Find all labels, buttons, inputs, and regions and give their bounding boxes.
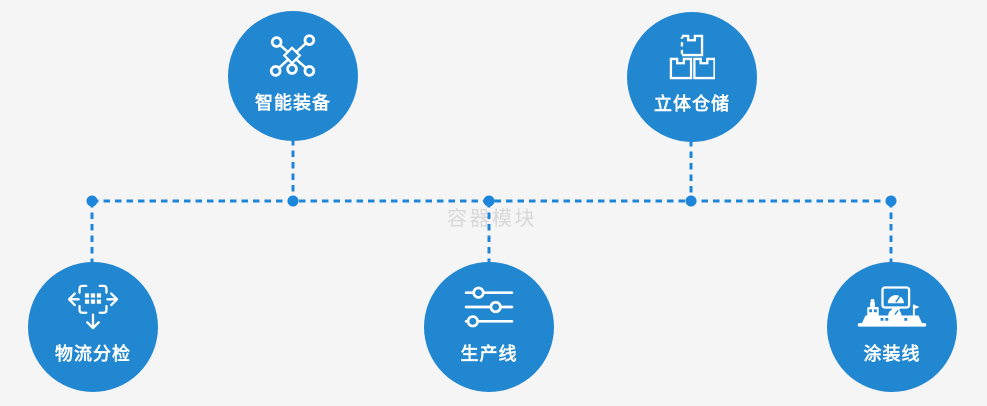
junction-dot <box>885 195 897 207</box>
network-nodes-icon <box>267 32 319 80</box>
node-coating-line: 涂装线 <box>827 262 957 392</box>
stacked-boxes-icon <box>669 33 715 81</box>
junction-dot <box>483 195 495 207</box>
sliders-icon <box>463 283 515 331</box>
junction-dot <box>287 195 299 207</box>
node-logistics-sorting: 物流分检 <box>28 262 158 392</box>
node-intelligent-equipment: 智能装备 <box>228 11 358 141</box>
watermark-text: 容器模块 <box>447 208 537 230</box>
sorting-distribution-icon <box>66 283 120 331</box>
node-label: 智能装备 <box>255 93 331 113</box>
node-label: 立体仓储 <box>654 94 730 114</box>
junction-dot <box>685 195 697 207</box>
node-production-line: 生产线 <box>424 262 554 392</box>
node-label: 物流分检 <box>55 344 131 364</box>
node-label: 生产线 <box>460 344 518 364</box>
node-label: 涂装线 <box>863 344 921 364</box>
node-stereo-warehouse: 立体仓储 <box>627 12 757 142</box>
junction-dot <box>86 195 98 207</box>
control-console-icon <box>854 283 930 331</box>
